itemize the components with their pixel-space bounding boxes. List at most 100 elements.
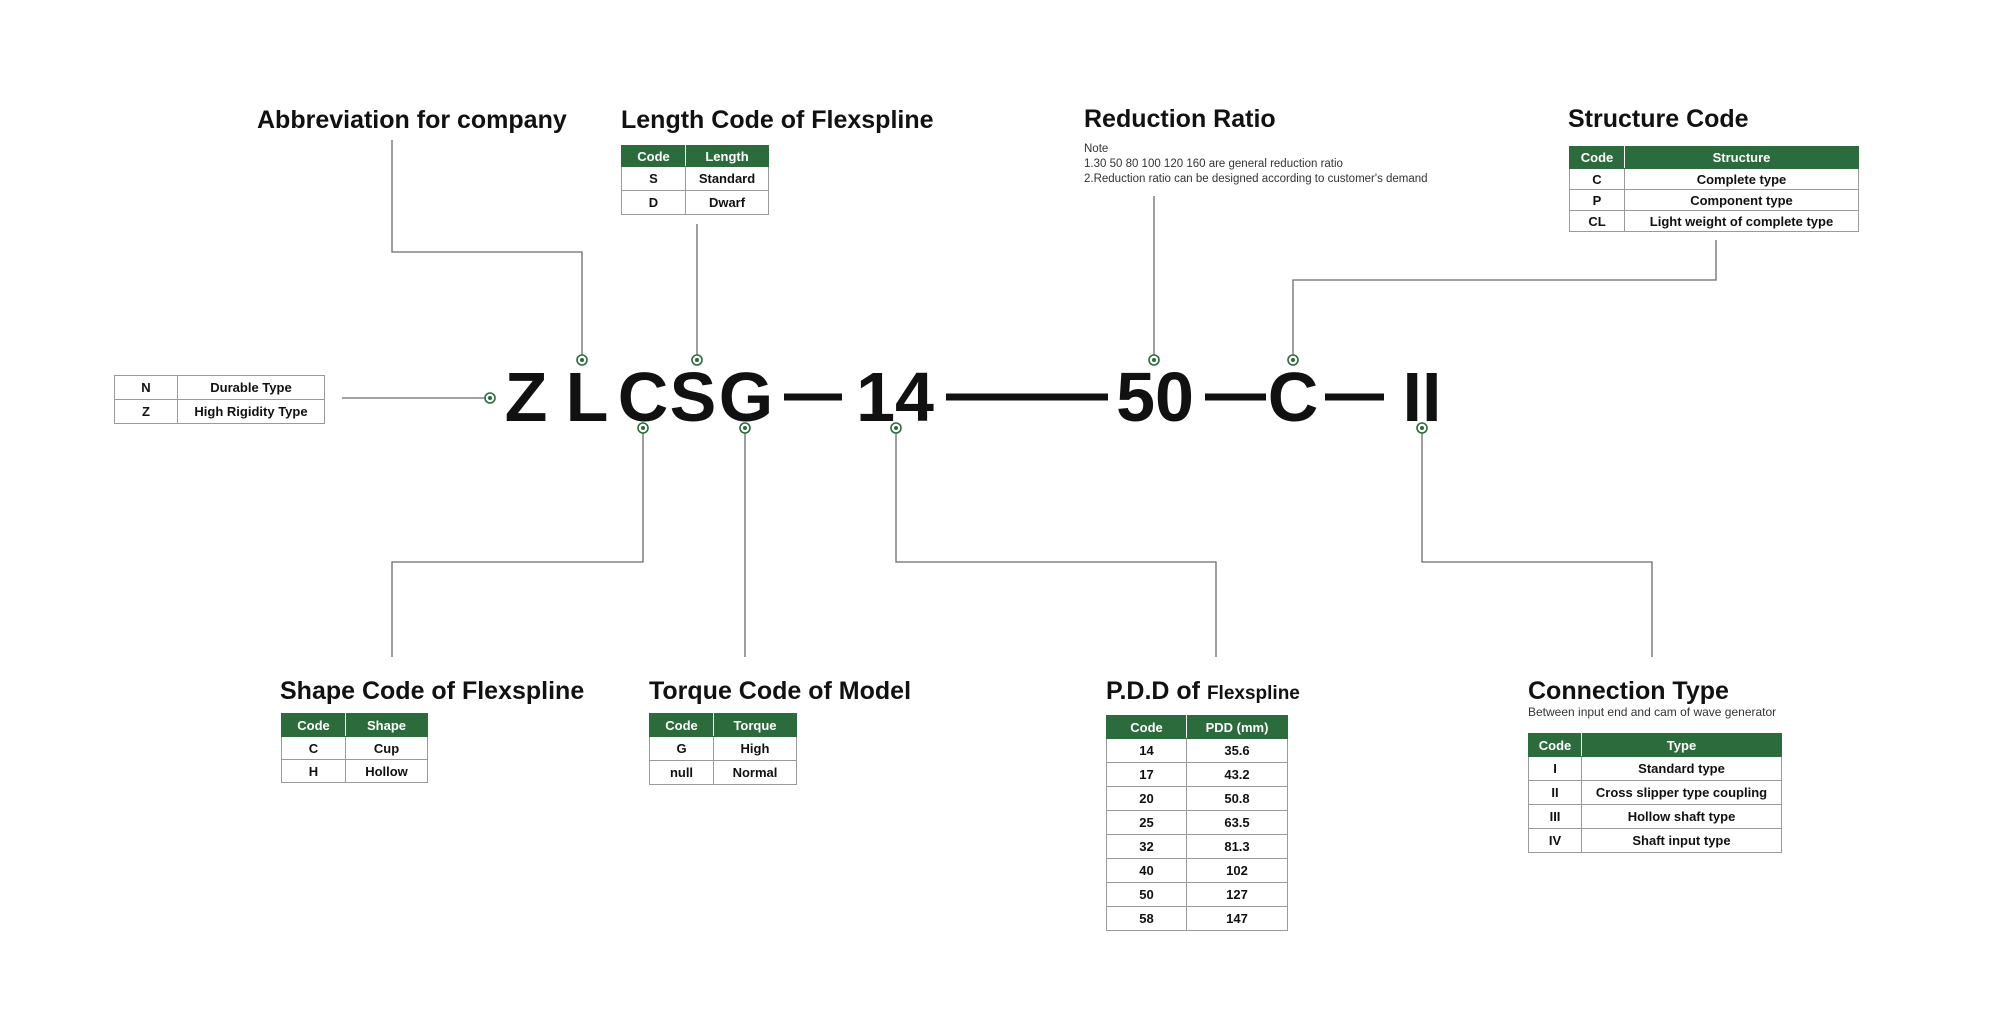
code-number-14: 14	[856, 358, 934, 436]
header-code: Code	[1106, 715, 1187, 739]
note-line-1: 1.30 50 80 100 120 160 are general reduc…	[1084, 158, 1343, 170]
header-code: Code	[1528, 733, 1582, 757]
code-cell: S	[621, 166, 686, 191]
code-cell: IV	[1528, 828, 1582, 853]
torque-title: Torque Code of Model	[649, 677, 912, 705]
value-cell: Shaft input type	[1581, 828, 1782, 853]
code-cell: D	[621, 190, 686, 215]
value-cell: High	[713, 736, 797, 761]
value-cell: Light weight of complete type	[1624, 210, 1859, 232]
connection-title: Connection Type	[1528, 677, 1729, 705]
value-cell: Complete type	[1624, 168, 1859, 190]
shape-title: Shape Code of Flexspline	[280, 677, 585, 705]
value-cell: Normal	[713, 760, 797, 785]
note-line-2: 2.Reduction ratio can be designed accord…	[1084, 173, 1428, 185]
table-row: D Dwarf	[621, 190, 769, 215]
value-cell: 147	[1186, 906, 1288, 931]
value-cell: Hollow	[345, 759, 428, 783]
value-cell: Dwarf	[685, 190, 769, 215]
value-cell: Durable Type	[177, 375, 325, 400]
header-code: Code	[281, 713, 346, 737]
header-code: Code	[649, 713, 714, 737]
code-cell: 50	[1106, 882, 1187, 907]
code-letter-c-shape: C	[617, 358, 669, 436]
code-number-50: 50	[1116, 358, 1194, 436]
pdd-title: P.D.D of Flexspline	[1106, 677, 1300, 706]
torque-table: Code Torque G High null Normal	[649, 713, 797, 785]
header-pdd: PDD (mm)	[1186, 715, 1288, 739]
code-cell: III	[1528, 804, 1582, 829]
ratio-note: Note 1.30 50 80 100 120 160 are general …	[1084, 142, 1428, 187]
header-structure: Structure	[1624, 146, 1859, 169]
series-type-table: N Durable Type Z High Rigidity Type	[114, 375, 325, 424]
value-cell: High Rigidity Type	[177, 399, 325, 424]
value-cell: Cross slipper type coupling	[1581, 780, 1782, 805]
table-row: N Durable Type	[114, 375, 325, 400]
table-row: P Component type	[1569, 189, 1859, 211]
ratio-title: Reduction Ratio	[1084, 105, 1276, 133]
header-shape: Shape	[345, 713, 428, 737]
shape-table: Code Shape C Cup H Hollow	[281, 713, 428, 783]
value-cell: Standard type	[1581, 756, 1782, 781]
value-cell: 127	[1186, 882, 1288, 907]
code-cell: 32	[1106, 834, 1187, 859]
code-cell: N	[114, 375, 178, 400]
company-title: Abbreviation for company	[257, 106, 567, 134]
code-letter-z: Z	[504, 358, 548, 436]
pdd-title-suffix: Flexspline	[1206, 683, 1300, 704]
header-code: Code	[1569, 146, 1625, 169]
table-row: S Standard	[621, 166, 769, 191]
code-cell: 14	[1106, 738, 1187, 763]
code-cell: CL	[1569, 210, 1625, 232]
value-cell: 35.6	[1186, 738, 1288, 763]
header-torque: Torque	[713, 713, 797, 737]
code-cell: H	[281, 759, 346, 783]
header-code: Code	[621, 145, 686, 167]
code-cell: 58	[1106, 906, 1187, 931]
structure-table: Code Structure C Complete type P Compone…	[1569, 146, 1859, 232]
header-type: Type	[1581, 733, 1782, 757]
value-cell: 63.5	[1186, 810, 1288, 835]
note-label: Note	[1084, 143, 1109, 155]
value-cell: 81.3	[1186, 834, 1288, 859]
code-letter-s: S	[669, 358, 717, 436]
code-cell: C	[281, 736, 346, 760]
structure-title: Structure Code	[1568, 105, 1749, 133]
value-cell: Hollow shaft type	[1581, 804, 1782, 829]
value-cell: 50.8	[1186, 786, 1288, 811]
table-row: C Complete type	[1569, 168, 1859, 190]
value-cell: Cup	[345, 736, 428, 760]
connection-subtitle: Between input end and cam of wave genera…	[1528, 705, 1777, 719]
table-row: G High	[649, 736, 797, 761]
code-cell: II	[1528, 780, 1582, 805]
value-cell: Component type	[1624, 189, 1859, 211]
pdd-title-prefix: P.D.D of	[1106, 677, 1200, 705]
table-row: null Normal	[649, 760, 797, 785]
table-row: H Hollow	[281, 759, 428, 783]
length-table: Code Length S Standard D Dwarf	[621, 145, 769, 215]
value-cell: Standard	[685, 166, 769, 191]
code-cell: Z	[114, 399, 178, 424]
code-letter-g: G	[718, 358, 774, 436]
value-cell: 102	[1186, 858, 1288, 883]
code-cell: I	[1528, 756, 1582, 781]
code-cell: P	[1569, 189, 1625, 211]
code-cell: C	[1569, 168, 1625, 190]
code-cell: 17	[1106, 762, 1187, 787]
code-cell: G	[649, 736, 714, 761]
length-title: Length Code of Flexspline	[621, 106, 934, 134]
code-letter-c-structure: C	[1267, 358, 1319, 436]
